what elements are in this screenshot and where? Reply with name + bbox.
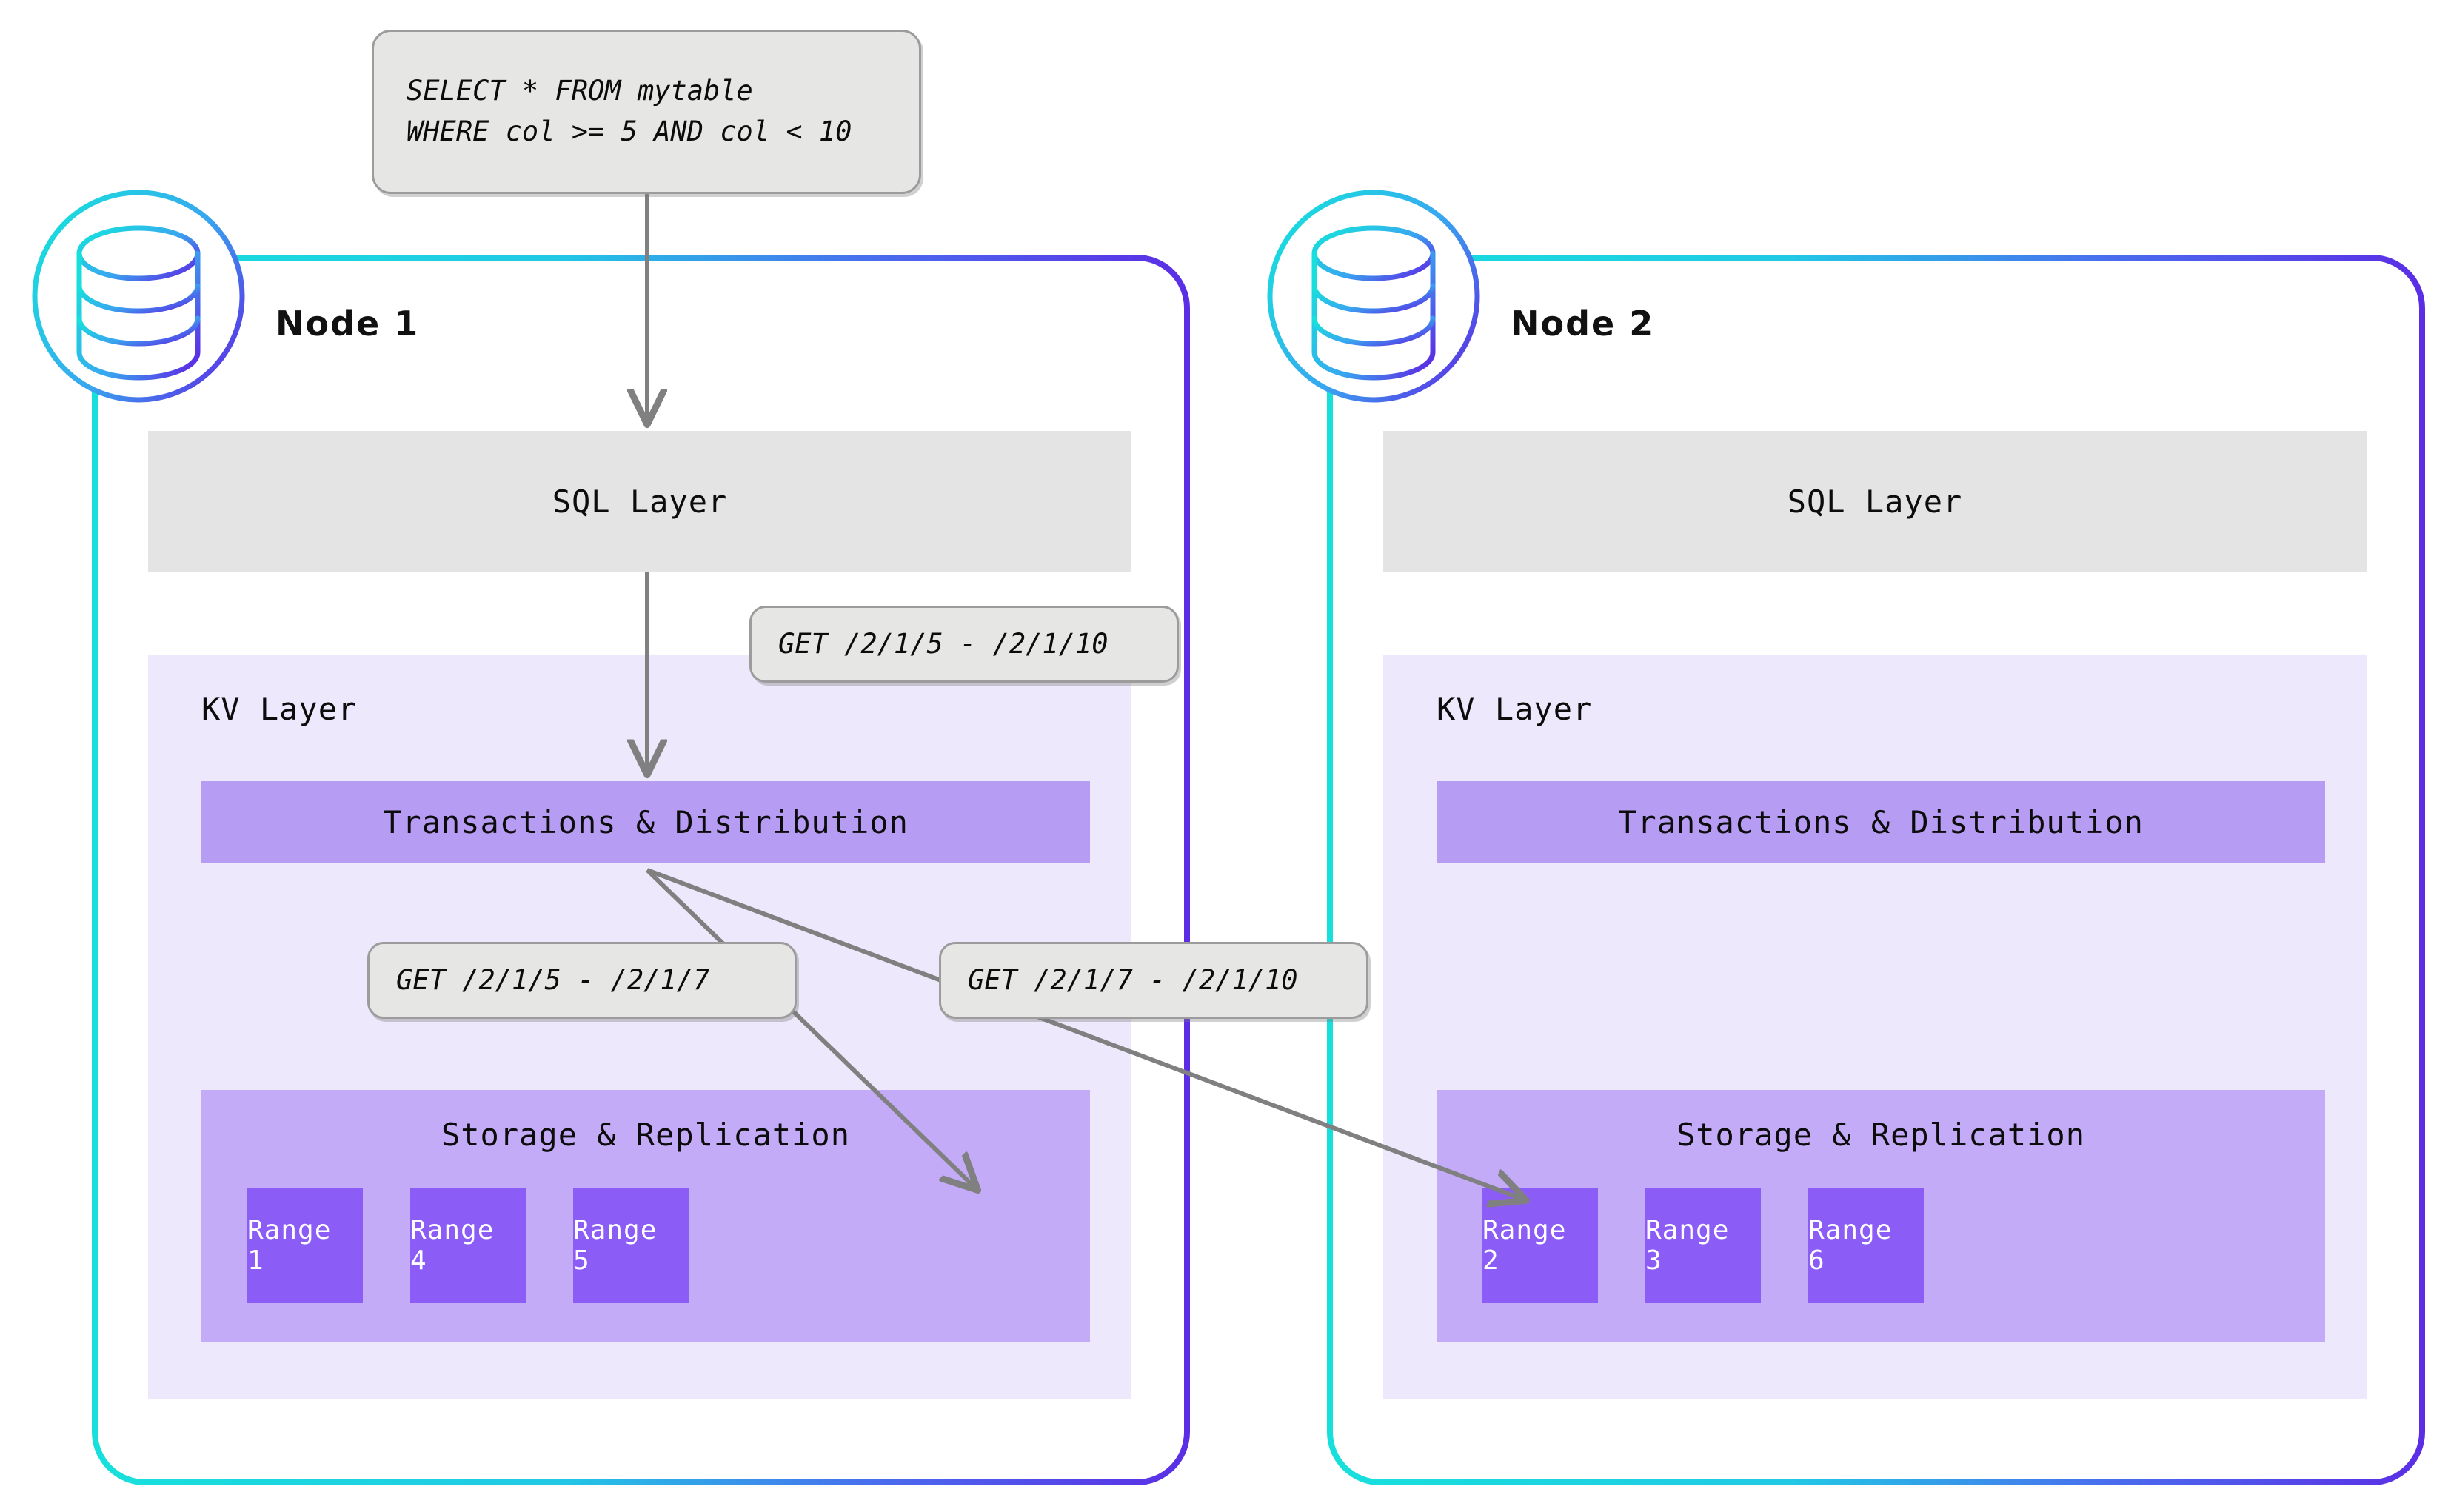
node-1-kv-layer: KV Layer Transactions & Distribution Sto… bbox=[148, 655, 1131, 1399]
range-box[interactable]: Range 2 bbox=[1482, 1188, 1598, 1303]
range-request-left-callout: GET /2/1/5 - /2/1/7 bbox=[367, 942, 797, 1019]
node-1-sql-layer: SQL Layer bbox=[148, 431, 1131, 572]
node-2-storage-label: Storage & Replication bbox=[1676, 1117, 2085, 1153]
node-1-title: Node 1 bbox=[275, 304, 420, 344]
range-box[interactable]: Range 4 bbox=[410, 1188, 526, 1303]
sql-query-callout: SELECT * FROM mytable WHERE col >= 5 AND… bbox=[372, 30, 921, 194]
node-1-sql-layer-label: SQL Layer bbox=[552, 483, 728, 520]
range-box[interactable]: Range 1 bbox=[247, 1188, 363, 1303]
node-2-kv-layer: KV Layer Transactions & Distribution Sto… bbox=[1383, 655, 2367, 1399]
sql-query-line-1: SELECT * FROM mytable bbox=[407, 75, 753, 107]
sql-query-line-2: WHERE col >= 5 AND col < 10 bbox=[407, 116, 852, 147]
node-1-kv-layer-label: KV Layer bbox=[201, 691, 358, 727]
kv-request-callout: GET /2/1/5 - /2/1/10 bbox=[749, 606, 1179, 683]
node-2-kv-layer-label: KV Layer bbox=[1437, 691, 1593, 727]
node-1-storage-box: Storage & Replication Range 1 Range 4 Ra… bbox=[201, 1090, 1090, 1342]
node-2-badge-circle bbox=[1267, 190, 1480, 403]
node-1-ranges-row: Range 1 Range 4 Range 5 bbox=[247, 1188, 689, 1303]
node-1-badge-circle bbox=[32, 190, 245, 403]
range-request-right-label: GET /2/1/7 - /2/1/10 bbox=[968, 963, 1298, 996]
range-box[interactable]: Range 3 bbox=[1645, 1188, 1761, 1303]
node-1-transactions-bar: Transactions & Distribution bbox=[201, 781, 1090, 863]
kv-request-label: GET /2/1/5 - /2/1/10 bbox=[778, 627, 1109, 660]
node-2-sql-layer-label: SQL Layer bbox=[1787, 483, 1963, 520]
node-2-ranges-row: Range 2 Range 3 Range 6 bbox=[1482, 1188, 1924, 1303]
node-2-sql-layer: SQL Layer bbox=[1383, 431, 2367, 572]
range-request-right-callout: GET /2/1/7 - /2/1/10 bbox=[939, 942, 1368, 1019]
range-box[interactable]: Range 5 bbox=[573, 1188, 689, 1303]
node-2-title: Node 2 bbox=[1511, 304, 1655, 344]
node-2-transactions-label: Transactions & Distribution bbox=[1618, 803, 2144, 840]
node-1-transactions-label: Transactions & Distribution bbox=[383, 803, 909, 840]
node-2-storage-box: Storage & Replication Range 2 Range 3 Ra… bbox=[1437, 1090, 2325, 1342]
database-cylinder-icon bbox=[76, 225, 201, 381]
database-cylinder-icon bbox=[1311, 225, 1436, 381]
node-1-storage-label: Storage & Replication bbox=[441, 1117, 850, 1153]
node-1-badge bbox=[32, 190, 245, 403]
range-request-left-label: GET /2/1/5 - /2/1/7 bbox=[396, 963, 710, 996]
node-2-transactions-bar: Transactions & Distribution bbox=[1437, 781, 2325, 863]
range-box[interactable]: Range 6 bbox=[1808, 1188, 1924, 1303]
node-2-badge bbox=[1267, 190, 1480, 403]
